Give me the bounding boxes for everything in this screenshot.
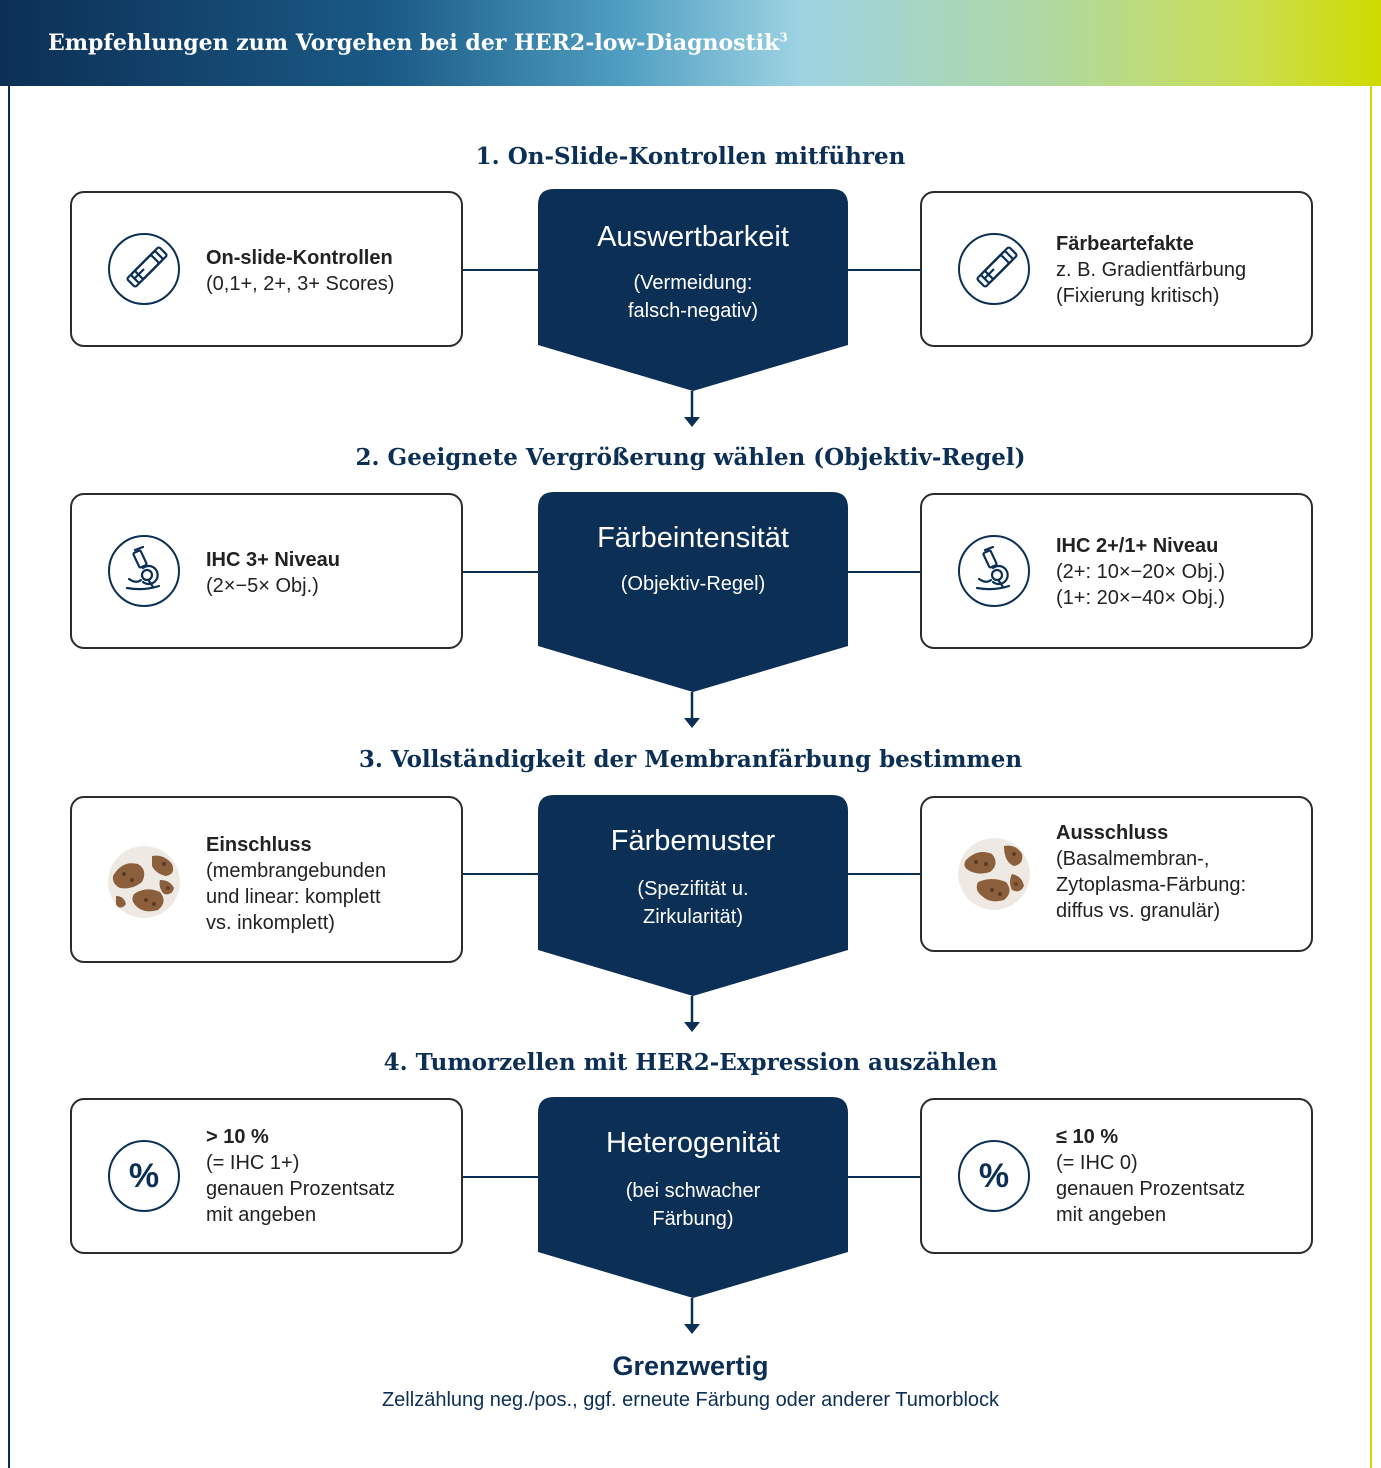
connector bbox=[463, 873, 539, 875]
step-2-center-sub: (Objektiv-Regel) bbox=[620, 573, 766, 595]
down-arrow-icon bbox=[684, 1298, 700, 1334]
step-3-center-title: Färbemuster bbox=[610, 825, 776, 857]
step-4-right-text: ≤ 10 % (= IHC 0) genauen Prozentsatz mit… bbox=[1056, 1126, 1246, 1226]
step-1-center-shape: Auswertbarkeit (Vermeidung:falsch-negati… bbox=[538, 189, 848, 391]
connector bbox=[847, 571, 921, 573]
step-1-center-sub: (Vermeidung:falsch-negativ) bbox=[627, 272, 759, 322]
step-3-center-sub: (Spezifität u.Zirkularität) bbox=[637, 878, 749, 928]
down-arrow-icon bbox=[684, 391, 700, 427]
step-1-left-text: On-slide-Kontrollen (0,1+, 2+, 3+ Scores… bbox=[206, 247, 395, 295]
step-3-right-text: Ausschluss (Basalmembran-, Zytoplasma-Fä… bbox=[1056, 822, 1247, 922]
final-subtitle: Zellzählung neg./pos., ggf. erneute Färb… bbox=[381, 1389, 1000, 1411]
connector bbox=[463, 1176, 539, 1178]
down-arrow-icon bbox=[684, 692, 700, 728]
step-4-title: 4. Tumorzellen mit HER2-Expression auszä… bbox=[383, 1049, 998, 1076]
tissue-image-icon bbox=[108, 846, 180, 918]
step-1-left-box: On-slide-Kontrollen (0,1+, 2+, 3+ Scores… bbox=[70, 191, 463, 347]
step-2-right-box: IHC 2+/1+ Niveau (2+: 10×−20× Obj.) (1+:… bbox=[920, 493, 1313, 649]
connector bbox=[463, 269, 539, 271]
tissue-image-icon bbox=[958, 838, 1030, 910]
step-2-right-text: IHC 2+/1+ Niveau (2+: 10×−20× Obj.) (1+:… bbox=[1056, 535, 1226, 609]
step-2-left-text: IHC 3+ Niveau (2×−5× Obj.) bbox=[206, 549, 340, 597]
step-3-right-box: Ausschluss (Basalmembran-, Zytoplasma-Fä… bbox=[920, 796, 1313, 952]
percent-icon: % bbox=[958, 1140, 1030, 1212]
step-4-right-box: % ≤ 10 % (= IHC 0) genauen Prozentsatz m… bbox=[920, 1098, 1313, 1254]
down-arrow-icon bbox=[684, 996, 700, 1032]
frame-left-border bbox=[8, 86, 10, 1468]
step-3-left-text: Einschluss (membrangebunden und linear: … bbox=[206, 834, 387, 934]
header-banner: Empfehlungen zum Vorgehen bei der HER2-l… bbox=[0, 0, 1381, 86]
step-2-title: 2. Geeignete Vergrößerung wählen (Objekt… bbox=[355, 444, 1026, 471]
step-1-center-title: Auswertbarkeit bbox=[597, 221, 789, 253]
microscope-icon bbox=[958, 535, 1030, 607]
step-1-title: 1. On-Slide-Kontrollen mitführen bbox=[475, 143, 906, 170]
header-title: Empfehlungen zum Vorgehen bei der HER2-l… bbox=[48, 30, 788, 56]
microscope-icon bbox=[108, 535, 180, 607]
connector bbox=[463, 571, 539, 573]
step-3-title: 3. Vollständigkeit der Membranfärbung be… bbox=[358, 746, 1023, 773]
step-3-center-shape: Färbemuster (Spezifität u.Zirkularität) bbox=[538, 795, 848, 996]
step-1-right-text: Färbeartefakte z. B. Gradientfärbung (Fi… bbox=[1056, 233, 1247, 307]
step-1-right-box: Färbeartefakte z. B. Gradientfärbung (Fi… bbox=[920, 191, 1313, 347]
slides-icon bbox=[958, 233, 1030, 305]
frame-right-border bbox=[1370, 86, 1372, 1468]
connector bbox=[847, 873, 921, 875]
step-2-left-box: IHC 3+ Niveau (2×−5× Obj.) bbox=[70, 493, 463, 649]
connector bbox=[847, 269, 921, 271]
step-4-left-box: % > 10 % (= IHC 1+) genauen Prozentsatz … bbox=[70, 1098, 463, 1254]
step-4-left-text: > 10 % (= IHC 1+) genauen Prozentsatz mi… bbox=[206, 1126, 396, 1226]
step-3-left-box: Einschluss (membrangebunden und linear: … bbox=[70, 796, 463, 963]
step-2-center-title: Färbeintensität bbox=[597, 522, 789, 554]
percent-icon: % bbox=[108, 1140, 180, 1212]
step-2-center-shape: Färbeintensität (Objektiv-Regel) bbox=[538, 492, 848, 692]
slides-icon bbox=[108, 233, 180, 305]
step-4-center-title: Heterogenität bbox=[605, 1127, 781, 1159]
connector bbox=[847, 1176, 921, 1178]
final-title: Grenzwertig bbox=[612, 1351, 769, 1381]
